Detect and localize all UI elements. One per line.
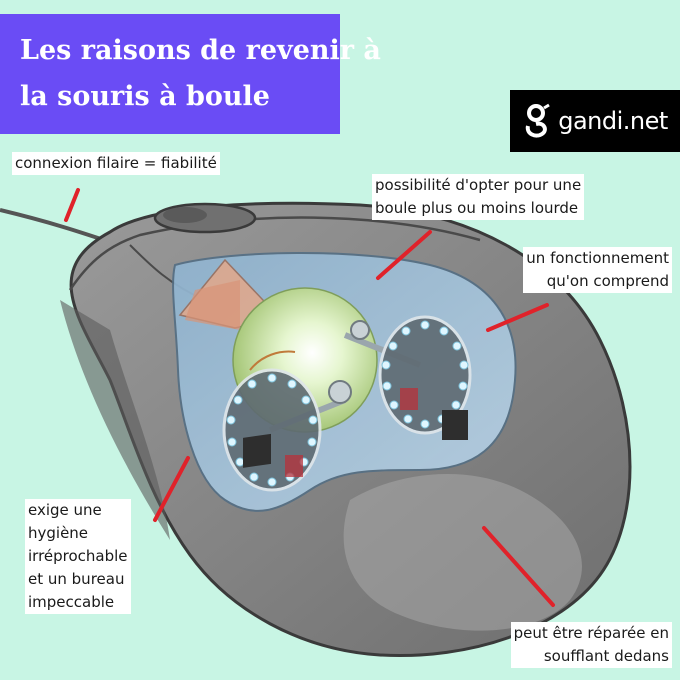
annotation-repair: peut être réparée en soufflant dedans [510, 622, 672, 668]
annotation-line: impeccable [28, 593, 115, 611]
sensor-left [243, 433, 271, 468]
pointer-repair [482, 526, 555, 607]
annotation-wired: connexion filaire = fiabilité [12, 152, 220, 175]
annotation-line: possibilité d'opter pour une [375, 176, 582, 194]
annotation-line: exige une [28, 501, 102, 519]
pointer-wired [64, 188, 80, 222]
annotation-line: peut être réparée en [513, 624, 669, 642]
annotation-line: soufflant dedans [543, 647, 669, 665]
annotation-weight: possibilité d'opter pour une boule plus … [372, 174, 585, 220]
brand-badge: gandi.net [510, 90, 680, 152]
annotation-line: connexion filaire = fiabilité [15, 154, 217, 172]
annotation-line: hygiène [28, 524, 89, 542]
pointer-weight [376, 230, 432, 280]
annotation-line: qu'on comprend [546, 272, 669, 290]
encoder-wheel-left [222, 368, 322, 492]
annotation-hygiene: exige une hygiène irréprochable et un bu… [25, 499, 131, 614]
title-line-2: la souris à boule [20, 81, 270, 112]
mouse-side-shade [60, 300, 170, 540]
mouse-lower-lobe [343, 473, 582, 631]
sensor-right [442, 410, 468, 440]
annotation-line: et un bureau [28, 570, 125, 588]
mouse-cable [0, 208, 111, 244]
gandi-logo-icon [525, 103, 550, 138]
annotation-line: boule plus ou moins lourde [375, 199, 579, 217]
pointer-understand [486, 303, 549, 332]
title-line-1: Les raisons de revenir à [20, 35, 381, 66]
annotation-line: un fonctionnement [526, 249, 669, 267]
pointer-hygiene [153, 456, 190, 522]
title-banner: Les raisons de revenir à la souris à bou… [0, 14, 381, 134]
brand-name: gandi.net [558, 107, 668, 135]
annotation-understand: un fonctionnement qu'on comprend [523, 247, 672, 293]
annotation-line: irréprochable [28, 547, 128, 565]
